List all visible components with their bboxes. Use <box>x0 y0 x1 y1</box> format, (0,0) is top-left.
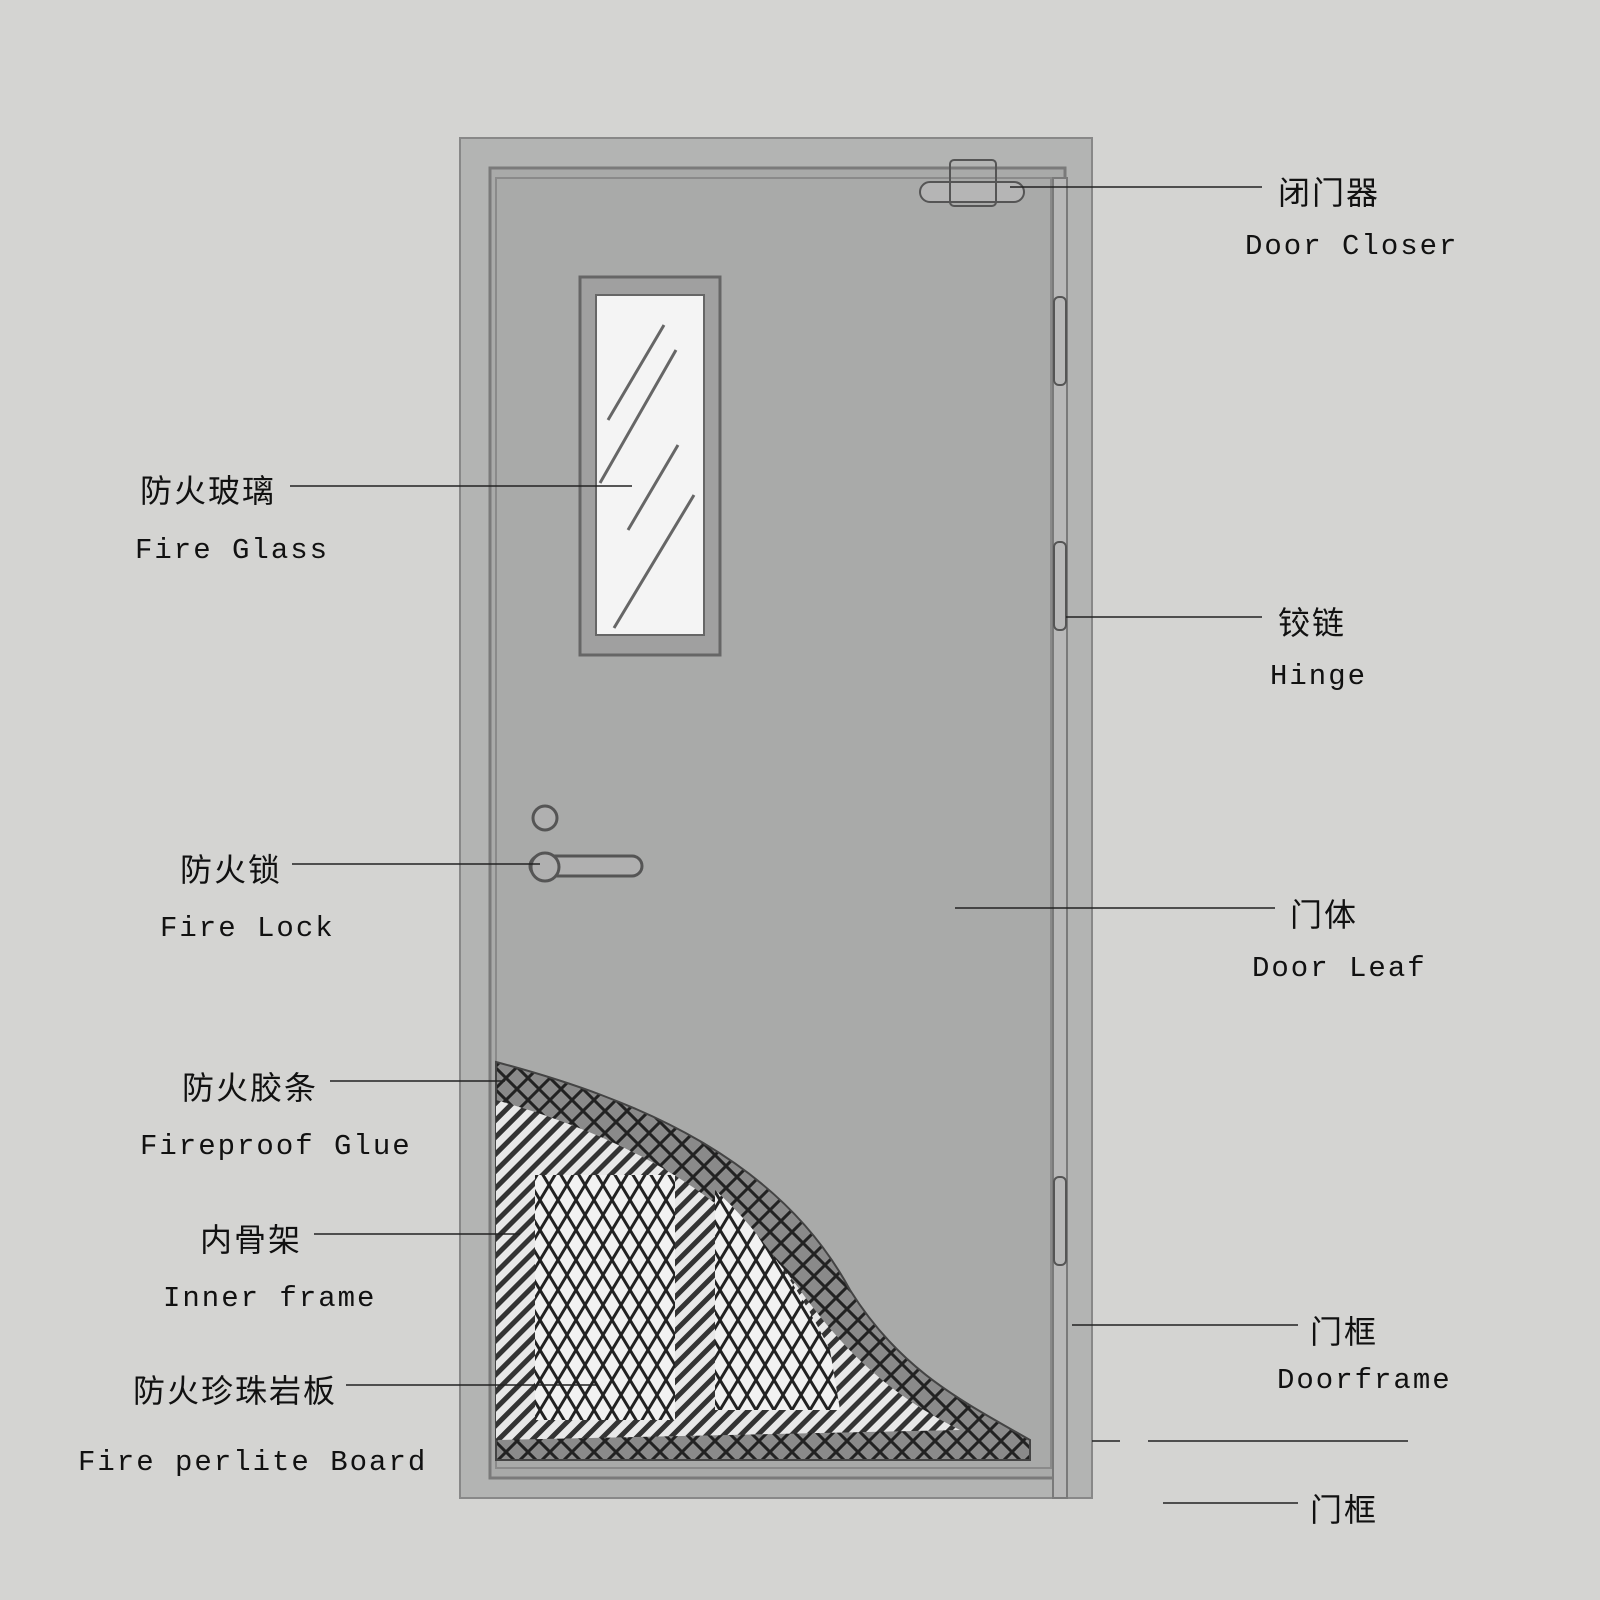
doorframe-bottom-label-zh: 门框 <box>1310 1491 1379 1529</box>
door-closer-label-en: Door Closer <box>1245 230 1459 263</box>
door-closer-icon <box>919 159 1025 207</box>
door-leaf-label-en: Door Leaf <box>1252 952 1427 985</box>
hinge-label-en: Hinge <box>1270 660 1368 693</box>
fireproof-glue-label-zh: 防火胶条 <box>182 1069 319 1107</box>
inner-frame-label-zh: 内骨架 <box>200 1221 303 1259</box>
doorframe-label-en: Doorframe <box>1277 1364 1452 1397</box>
fire-lock-label-zh: 防火锁 <box>180 851 283 889</box>
perlite-board-panel <box>535 1175 675 1420</box>
fire-lock-label-en: Fire Lock <box>160 912 335 945</box>
door-leaf-label-zh: 门体 <box>1290 896 1359 934</box>
fire-glass-window <box>578 275 722 657</box>
cutaway-section <box>495 1060 1031 1461</box>
hinge-icons <box>1053 296 1067 1266</box>
perlite-board-label-en: Fire perlite Board <box>78 1446 428 1479</box>
fire-glass-label-en: Fire Glass <box>135 534 330 567</box>
hinge-label-zh: 铰链 <box>1278 604 1347 642</box>
fire-glass-label-zh: 防火玻璃 <box>140 472 277 510</box>
doorframe-label-zh: 门框 <box>1310 1313 1379 1351</box>
door-closer-label-zh: 闭门器 <box>1278 174 1381 212</box>
fire-lock-icon <box>528 804 644 883</box>
perlite-board-label-zh: 防火珍珠岩板 <box>133 1372 338 1410</box>
inner-frame-label-en: Inner frame <box>163 1282 377 1315</box>
leader-lines <box>290 186 1408 1504</box>
fireproof-glue-label-en: Fireproof Glue <box>140 1130 412 1163</box>
